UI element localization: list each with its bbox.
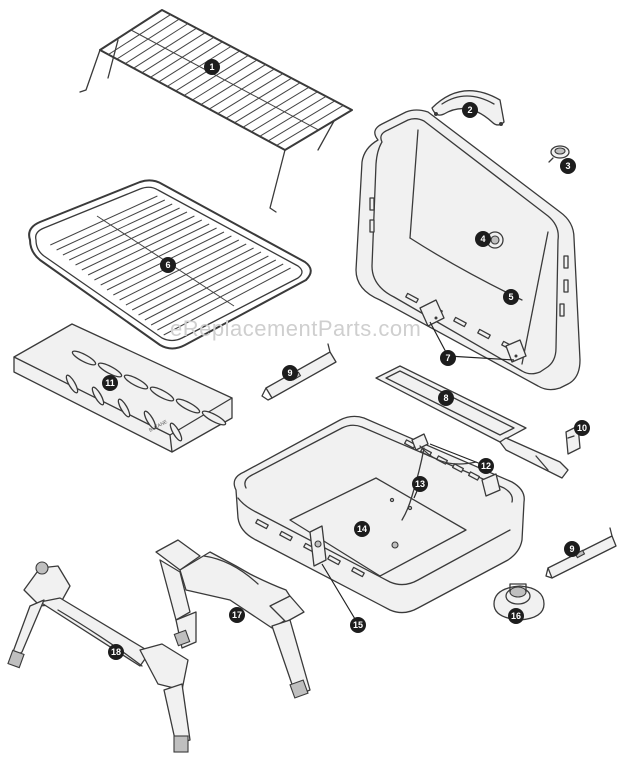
callout-14: 14 <box>354 521 370 537</box>
svg-text:16: 16 <box>511 611 521 621</box>
svg-text:9: 9 <box>287 368 292 378</box>
callout-17: 17 <box>229 607 245 623</box>
svg-text:9: 9 <box>569 544 574 554</box>
watermark: eReplacementParts.com <box>170 316 421 341</box>
callout-12: 12 <box>478 458 494 474</box>
svg-text:3: 3 <box>565 161 570 171</box>
callout-16: 16 <box>508 608 524 624</box>
bracket-left <box>261 343 337 401</box>
side-bracket-base <box>481 473 501 497</box>
grill-lid <box>355 109 581 391</box>
lid-thermometer <box>548 145 570 163</box>
callout-9b: 9 <box>564 541 580 557</box>
callout-8: 8 <box>438 390 454 406</box>
svg-text:10: 10 <box>577 423 587 433</box>
callout-9a: 9 <box>282 365 298 381</box>
lid-hinges <box>419 299 527 363</box>
svg-text:17: 17 <box>232 610 242 620</box>
callout-3: 3 <box>560 158 576 174</box>
svg-text:2: 2 <box>467 105 472 115</box>
svg-text:7: 7 <box>445 353 450 363</box>
callout-11: 11 <box>102 375 118 391</box>
rear-leg-assembly <box>155 539 311 699</box>
svg-text:18: 18 <box>111 647 121 657</box>
warming-rack <box>79 9 353 213</box>
svg-text:5: 5 <box>508 292 513 302</box>
svg-text:11: 11 <box>105 378 115 388</box>
callout-2: 2 <box>462 102 478 118</box>
svg-text:8: 8 <box>443 393 448 403</box>
callout-1: 1 <box>204 59 220 75</box>
bracket-right <box>545 527 617 579</box>
regulator-knob <box>493 583 545 621</box>
grill-base <box>233 415 525 614</box>
svg-text:6: 6 <box>165 260 170 270</box>
svg-text:12: 12 <box>481 461 491 471</box>
svg-text:13: 13 <box>415 479 425 489</box>
svg-text:14: 14 <box>357 524 367 534</box>
callout-13: 13 <box>412 476 428 492</box>
cooking-grate <box>28 179 312 350</box>
igniter-button <box>309 525 327 567</box>
front-leg-assembly <box>7 561 191 753</box>
svg-text:1: 1 <box>209 62 214 72</box>
svg-text:4: 4 <box>480 234 485 244</box>
callout-10: 10 <box>574 420 590 436</box>
callout-7: 7 <box>440 350 456 366</box>
callout-18: 18 <box>108 644 124 660</box>
callout-5: 5 <box>503 289 519 305</box>
callout-4: 4 <box>475 231 491 247</box>
heat-plate: BUTANE <box>13 323 233 453</box>
callout-6: 6 <box>160 257 176 273</box>
svg-text:15: 15 <box>353 620 363 630</box>
igniter-wire <box>401 447 425 521</box>
callout-15: 15 <box>350 617 366 633</box>
